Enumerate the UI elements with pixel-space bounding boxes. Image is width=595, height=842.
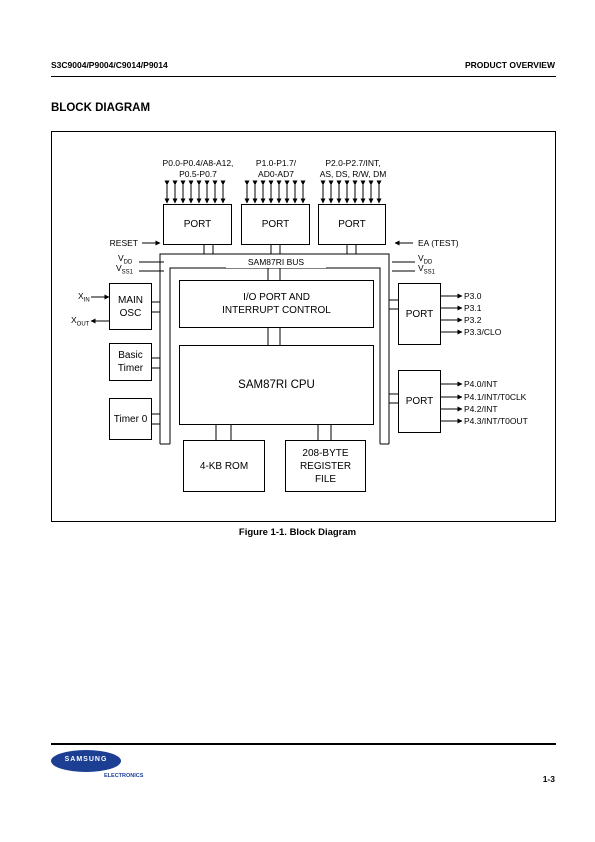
port4-pin-arrows	[436, 381, 463, 424]
footer-rule	[51, 743, 556, 745]
port4-box: PORT	[398, 370, 441, 433]
section-title: BLOCK DIAGRAM	[51, 102, 151, 114]
vss-left-label: VSS1	[116, 263, 134, 276]
port3-pin-0: P3.0	[464, 291, 482, 301]
port3-box: PORT	[398, 283, 441, 345]
port1-pins-label: P1.0-P1.7/ AD0-AD7	[255, 158, 297, 179]
xout-label: XOUT	[71, 315, 90, 328]
logo-text: SAMSUNG	[64, 756, 108, 763]
port3-pin-1: P3.1	[464, 303, 482, 313]
port3-pin-arrows	[436, 293, 463, 335]
rom-box: 4-KB ROM	[183, 440, 265, 492]
port3-pin-3: P3.3/CLO	[464, 327, 502, 337]
port4-pin-1: P4.1/INT/T0CLK	[464, 392, 527, 402]
reset-label: RESET	[109, 238, 138, 248]
port1-box: PORT	[241, 204, 310, 245]
logo-sub: ELECTRONICS	[104, 773, 144, 779]
basic-timer-box: Basic Timer	[109, 343, 152, 381]
port3-pin-2: P3.2	[464, 315, 482, 325]
port4-pin-3: P4.3/INT/T0OUT	[464, 416, 528, 426]
port4-pin-0: P4.0/INT	[464, 379, 498, 389]
samsung-logo	[51, 750, 121, 772]
vdd-right-label: VDD	[418, 253, 433, 266]
header-section: PRODUCT OVERVIEW	[464, 60, 555, 70]
port0-pins-label: P0.0-P0.4/A8-A12, P0.5-P0.7	[162, 158, 234, 179]
system-bus	[151, 244, 398, 445]
vss-right-label: VSS1	[418, 263, 436, 276]
vdd-left-label: VDD	[118, 253, 133, 266]
xout-sub: OUT	[76, 321, 90, 328]
xin-label: XIN	[78, 291, 90, 304]
port0-pins-arrows	[164, 180, 226, 204]
cpu-box: SAM87RI CPU	[179, 345, 374, 425]
main-osc-box: MAIN OSC	[109, 283, 152, 330]
timer0-box: Timer 0	[109, 398, 152, 440]
page-number: 1-3	[542, 774, 555, 784]
vdd-left-sub: DD	[123, 259, 133, 266]
port4-pin-2: P4.2/INT	[464, 404, 498, 414]
port2-pins-arrows	[320, 180, 382, 204]
io-port-interrupt-box: I/O PORT AND INTERRUPT CONTROL	[179, 280, 374, 328]
bus-label: SAM87RI BUS	[226, 257, 326, 268]
vss-right-sub: SS1	[423, 269, 436, 276]
figure-caption: Figure 1-1. Block Diagram	[238, 527, 357, 538]
vdd-right-sub: DD	[423, 259, 433, 266]
port1-pins-arrows	[244, 180, 306, 204]
port2-pins-label: P2.0-P2.7/INT, AS, DS, R/W, DM	[319, 158, 387, 179]
diagram-frame	[51, 131, 556, 522]
header-rule	[51, 76, 556, 77]
vss-left-sub: SS1	[121, 269, 134, 276]
register-file-box: 208-BYTE REGISTER FILE	[285, 440, 366, 492]
header-part-numbers: S3C9004/P9004/C9014/P9014	[51, 60, 168, 70]
port2-box: PORT	[318, 204, 386, 245]
port0-box: PORT	[163, 204, 232, 245]
xin-sub: IN	[83, 297, 90, 304]
ea-label: EA (TEST)	[418, 238, 459, 248]
